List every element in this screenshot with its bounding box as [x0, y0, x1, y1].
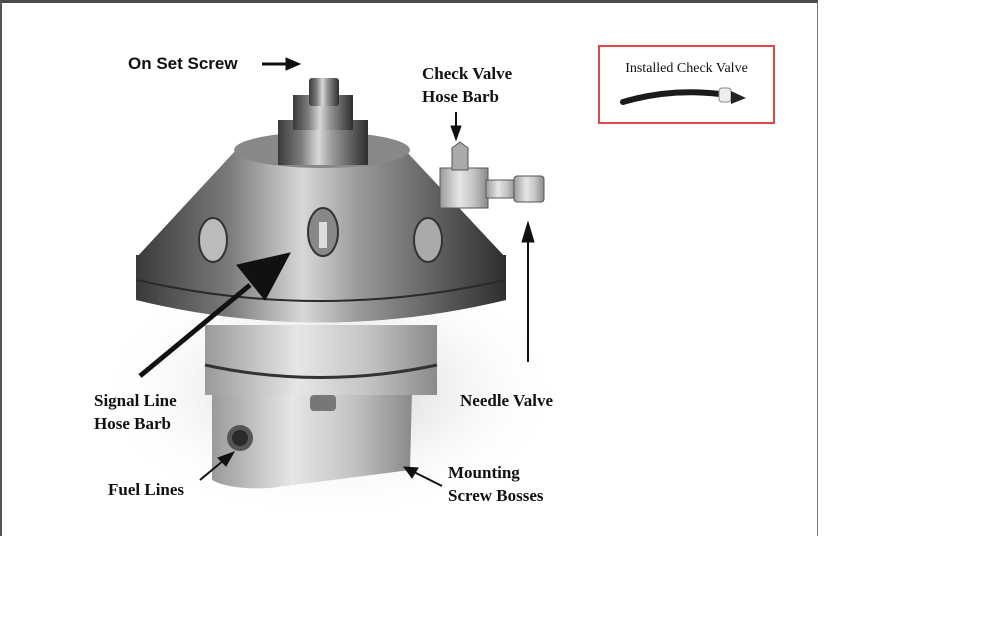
callout-arrows: [138, 57, 535, 487]
lower-body: [205, 325, 437, 395]
installed-check-valve-callout: Installed Check Valve: [598, 45, 775, 124]
check-valve-fitting: [439, 167, 489, 209]
label-signal-line-2: Hose Barb: [94, 414, 171, 433]
callout-title: Installed Check Valve: [625, 61, 748, 76]
arrow-head-icon: [521, 220, 535, 243]
base-block: [212, 390, 412, 489]
set-screw-stud: [309, 78, 339, 106]
label-check-valve-1: Check Valve: [422, 64, 513, 83]
label-needle-valve: Needle Valve: [460, 391, 554, 410]
label-check-valve-2: Hose Barb: [422, 87, 499, 106]
label-on-set-screw: On Set Screw: [128, 54, 238, 73]
label-mounting-1: Mounting: [448, 463, 520, 482]
arrow-head-icon: [450, 125, 462, 142]
label-fuel-lines: Fuel Lines: [108, 480, 185, 499]
needle-valve-knob: [513, 175, 545, 203]
check-valve-hose-barb: [451, 141, 469, 171]
mounting-boss: [310, 395, 336, 411]
label-signal-line-1: Signal Line: [94, 391, 177, 410]
arrow-head-icon: [217, 451, 236, 467]
arrow-head-icon: [402, 466, 419, 479]
check-valve-hose-image: [620, 87, 746, 105]
label-mounting-2: Screw Bosses: [448, 486, 544, 505]
vent-hole: [198, 217, 228, 263]
arrow-head-icon: [236, 252, 291, 301]
vent-hole: [413, 217, 443, 263]
arrow-head-icon: [285, 57, 302, 71]
